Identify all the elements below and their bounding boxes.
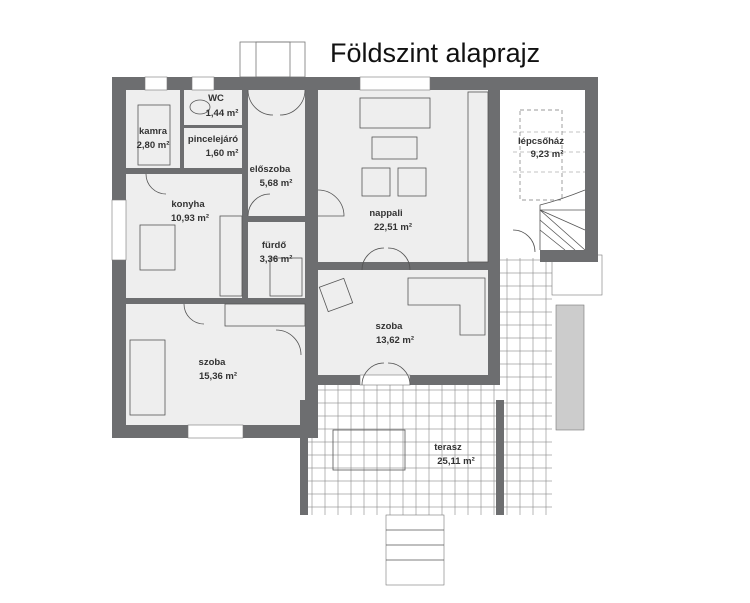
terrace	[302, 254, 603, 586]
sofa	[359, 97, 431, 129]
planter	[555, 304, 585, 431]
terrace-steps	[385, 514, 445, 586]
room-area-wc: 1,44 m²	[206, 108, 239, 119]
room-name-nappali: nappali	[369, 208, 402, 219]
nappali-floor	[315, 90, 490, 380]
room-labels: WC 1,44 m² kamra 2,80 m² pincelejáró 1,6…	[137, 93, 565, 467]
corner-sofa	[407, 277, 486, 336]
room-name-konyha: konyha	[171, 199, 205, 210]
armchair	[397, 167, 427, 197]
room-name-szoba-1: szoba	[376, 321, 404, 332]
room-area-eloszoba: 5,68 m²	[260, 178, 293, 189]
bed	[129, 339, 166, 416]
room-area-kamra: 2,80 m²	[137, 140, 170, 151]
doors	[145, 89, 536, 386]
room-name-eloszoba: előszoba	[250, 164, 291, 175]
room-area-szoba-1: 13,62 m²	[376, 335, 414, 346]
armchair	[318, 277, 354, 313]
toilet	[189, 99, 211, 115]
room-name-wc: WC	[208, 93, 224, 104]
room-name-kamra: kamra	[139, 126, 168, 137]
stairs	[505, 109, 586, 283]
shower	[269, 257, 303, 297]
room-name-szoba-2: szoba	[199, 357, 227, 368]
room-area-pincelejaro: 1,60 m²	[206, 148, 239, 159]
room-name-pincelejaro: pincelejáró	[188, 134, 238, 145]
kitchen-counter	[219, 215, 243, 297]
room-area-lepcsohaz: 9,23 m²	[531, 149, 564, 160]
room-area-terasz: 25,11 m²	[437, 456, 475, 467]
furniture	[129, 91, 489, 471]
coffee-table	[371, 136, 418, 160]
room-area-furdo: 3,36 m²	[260, 254, 293, 265]
dining-table	[139, 224, 176, 271]
plan-title: Földszint alaprajz	[330, 38, 540, 68]
room-area-szoba-2: 15,36 m²	[199, 371, 237, 382]
room-area-konyha: 10,93 m²	[171, 213, 209, 224]
room-name-lepcsohaz: lépcsőház	[518, 136, 564, 147]
pantry-shelf	[137, 104, 171, 166]
wardrobe	[224, 303, 306, 327]
room-area-nappali: 22,51 m²	[374, 222, 412, 233]
left-wing-floor	[126, 90, 306, 425]
entrance-steps-top	[239, 41, 306, 78]
armchair	[361, 167, 391, 197]
terrace-table	[332, 429, 406, 471]
windows	[111, 76, 431, 439]
shelf	[467, 91, 489, 263]
room-name-furdo: fürdő	[262, 240, 286, 251]
stairwell-floor	[513, 90, 585, 250]
room-name-terasz: terasz	[434, 442, 462, 453]
